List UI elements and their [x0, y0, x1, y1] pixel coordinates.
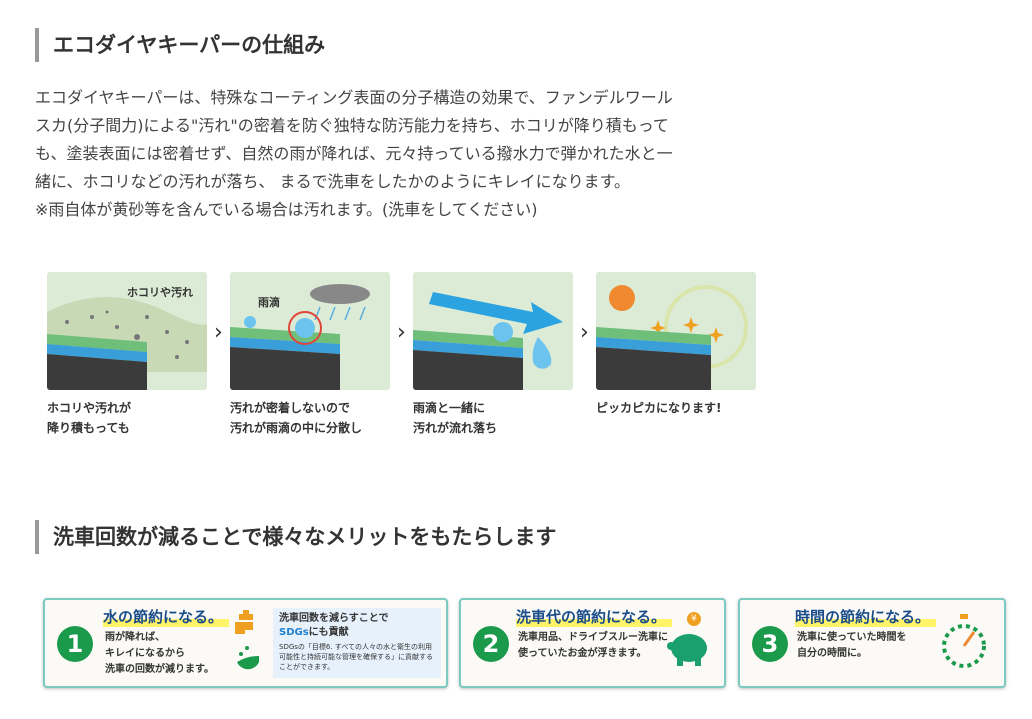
rain-illustration	[230, 284, 370, 390]
caption-line: ピッカピカになります!	[596, 401, 722, 415]
mechanism-description: エコダイヤキーパーは、特殊なコーティング表面の分子構造の効果で、ファンデルワール…	[35, 84, 735, 224]
caption-line: 汚れが雨滴の中に分散し	[230, 421, 363, 435]
para-line: エコダイヤキーパーは、特殊なコーティング表面の分子構造の効果で、ファンデルワール	[35, 88, 673, 107]
section-heading-mechanism: エコダイヤキーパーの仕組み	[35, 28, 325, 62]
number-badge: 1	[57, 626, 93, 662]
dust-label: ホコリや汚れ	[127, 286, 193, 299]
sdgs-highlight: SDGs	[279, 627, 309, 638]
step-4-illustration	[596, 272, 756, 390]
chevron-right-icon: ›	[397, 320, 406, 345]
dust-coating-image	[47, 297, 207, 390]
caption-line: 汚れが流れ落ち	[413, 421, 498, 435]
card-title: 洗車代の節約になる。	[516, 606, 673, 627]
stopwatch-icon	[942, 614, 986, 668]
step-2-caption: 汚れが密着しないので汚れが雨滴の中に分散し	[230, 398, 362, 438]
card-title: 時間の節約になる。	[795, 606, 937, 627]
merit-card-water: 1 水の節約になる。 雨が降れば、キレイになるから洗車の回数が減ります。 洗車回…	[43, 598, 448, 688]
step-3-caption: 雨滴と一緒に汚れが流れ落ち	[413, 398, 497, 438]
body-line: 洗車に使っていた時間を	[797, 632, 907, 643]
sdgs-detail: SDGsの「目標6. すべての人々の水と衛生の利用可能性と持続可能な管理を確保す…	[279, 643, 433, 671]
step-2-illustration: 雨滴	[230, 272, 390, 390]
card-body: 洗車用品、ドライブスルー洗車に使っていたお金が浮きます。	[518, 630, 668, 662]
body-line: 洗車用品、ドライブスルー洗車に	[518, 632, 668, 643]
faucet-water-icon	[235, 610, 259, 670]
body-line: 洗車の回数が減ります。	[105, 664, 214, 675]
card-body: 洗車に使っていた時間を自分の時間に。	[797, 630, 907, 662]
yen-coin-icon: ¥	[687, 612, 701, 626]
step-3-illustration	[413, 272, 573, 390]
body-line: 自分の時間に。	[797, 648, 867, 659]
body-line: 使っていたお金が浮きます。	[518, 648, 647, 659]
para-line: ※雨自体が黄砂等を含んでいる場合は汚れます。(洗車をしてください)	[35, 200, 538, 219]
number-badge: 3	[752, 626, 788, 662]
sdgs-note: 洗車回数を減らすことで SDGsにも貢献 SDGsの「目標6. すべての人々の水…	[273, 608, 441, 678]
caption-line: 降り積もっても	[47, 421, 130, 435]
caption-line: 雨滴と一緒に	[413, 401, 486, 415]
merit-card-time: 3 時間の節約になる。 洗車に使っていた時間を自分の時間に。	[738, 598, 1006, 688]
chevron-right-icon: ›	[214, 320, 223, 345]
piggy-bank-icon	[667, 634, 707, 666]
body-line: 雨が降れば、	[105, 632, 165, 643]
section-heading-merits: 洗車回数が減ることで様々なメリットをもたらします	[35, 520, 556, 554]
step-1-illustration: ホコリや汚れ	[47, 272, 207, 390]
body-line: キレイになるから	[105, 648, 185, 659]
shine-illustration	[596, 285, 748, 390]
merit-card-cost: 2 洗車代の節約になる。 洗車用品、ドライブスルー洗車に使っていたお金が浮きます…	[459, 598, 726, 688]
water-flow-illustration	[413, 292, 563, 390]
para-line: も、塗装表面には密着せず、自然の雨が降れば、元々持っている撥水力で弾かれた水と一	[35, 144, 673, 163]
step-1-caption: ホコリや汚れが降り積もっても	[47, 398, 131, 438]
sdgs-line: にも貢献	[308, 627, 349, 638]
sdgs-line: 洗車回数を減らすことで	[279, 613, 389, 624]
card-title: 水の節約になる。	[103, 606, 230, 627]
number-badge: 2	[473, 626, 509, 662]
raindrop-label: 雨滴	[258, 296, 280, 309]
card-body: 雨が降れば、キレイになるから洗車の回数が減ります。	[105, 630, 214, 678]
para-line: 緒に、ホコリなどの汚れが落ち、 まるで洗車をしたかのようにキレイになります。	[35, 172, 631, 191]
para-line: スカ(分子間力)による"汚れ"の密着を防ぐ独特な防汚能力を持ち、ホコリが降り積も…	[35, 116, 669, 135]
caption-line: ホコリや汚れが	[47, 401, 132, 415]
step-4-caption: ピッカピカになります!	[596, 398, 721, 418]
chevron-right-icon: ›	[580, 320, 589, 345]
caption-line: 汚れが密着しないので	[230, 401, 351, 415]
